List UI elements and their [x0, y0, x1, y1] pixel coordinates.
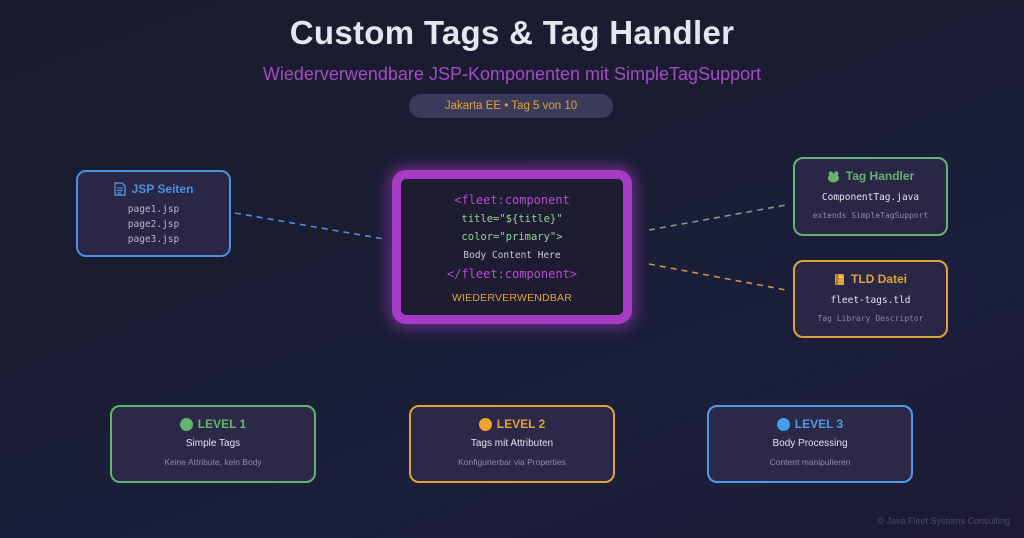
copyright-footer: © Java Fleet Systems Consulting [877, 516, 1010, 526]
jsp-file: page1.jsp [127, 204, 180, 215]
level-1-card: LEVEL 1 Simple Tags Keine Attribute, kei… [110, 405, 316, 483]
code-body: Body Content Here [463, 249, 561, 261]
level-description: Content manipulieren [769, 457, 851, 467]
component-to-handler-connector [648, 204, 787, 231]
notebook-icon [834, 273, 844, 285]
code-open-tag: <fleet:component [454, 193, 570, 207]
tag-handler-title: Tag Handler [845, 169, 915, 183]
blue-circle-icon [776, 417, 790, 431]
page-title: Custom Tags & Tag Handler [289, 14, 735, 51]
frog-icon [827, 170, 839, 182]
code-attr-title: title="${title}" [461, 212, 563, 225]
code-attr-color: color="primary"> [461, 231, 563, 243]
document-icon [113, 182, 126, 196]
green-circle-icon [179, 417, 193, 431]
level-description: Konfigurierbar via Properties [458, 457, 566, 467]
tag-handler-description: extends SimpleTagSupport [812, 211, 929, 220]
component-to-tld-connector [648, 263, 787, 291]
level-label: LEVEL 2 [496, 417, 546, 431]
course-badge: Jakarta EE • Tag 5 von 10 [409, 94, 613, 118]
component-code-card: <fleet:component title="${title}" color=… [392, 170, 632, 324]
level-description: Keine Attribute, kein Body [164, 457, 262, 467]
level-title: Simple Tags [185, 438, 241, 449]
page-subtitle: Wiederverwendbare JSP-Komponenten mit Si… [262, 64, 762, 84]
tld-file-description: Tag Library Descriptor [817, 314, 924, 323]
level-2-card: LEVEL 2 Tags mit Attributen Konfigurierb… [409, 405, 615, 483]
level-label: LEVEL 3 [794, 417, 844, 431]
level-3-card: LEVEL 3 Body Processing Content manipuli… [707, 405, 913, 483]
level-title: Tags mit Attributen [470, 438, 554, 449]
jsp-pages-card: JSP Seiten page1.jsp page2.jsp page3.jsp [76, 170, 231, 257]
jsp-file: page3.jsp [127, 234, 180, 245]
level-title: Body Processing [772, 438, 848, 449]
jsp-file: page2.jsp [127, 219, 180, 230]
jsp-pages-title: JSP Seiten [131, 182, 194, 196]
tld-file-name: fleet-tags.tld [830, 295, 911, 306]
tld-file-card: TLD Datei fleet-tags.tld Tag Library Des… [793, 260, 948, 338]
tag-handler-card: Tag Handler ComponentTag.java extends Si… [793, 157, 948, 236]
jsp-to-component-connector [234, 212, 385, 240]
reusable-label: WIEDERVERWENDBAR [451, 291, 573, 304]
orange-circle-icon [478, 417, 492, 431]
code-close-tag: </fleet:component> [446, 267, 578, 281]
tld-file-title: TLD Datei [850, 272, 907, 286]
level-label: LEVEL 1 [197, 417, 247, 431]
tag-handler-file: ComponentTag.java [821, 192, 920, 203]
